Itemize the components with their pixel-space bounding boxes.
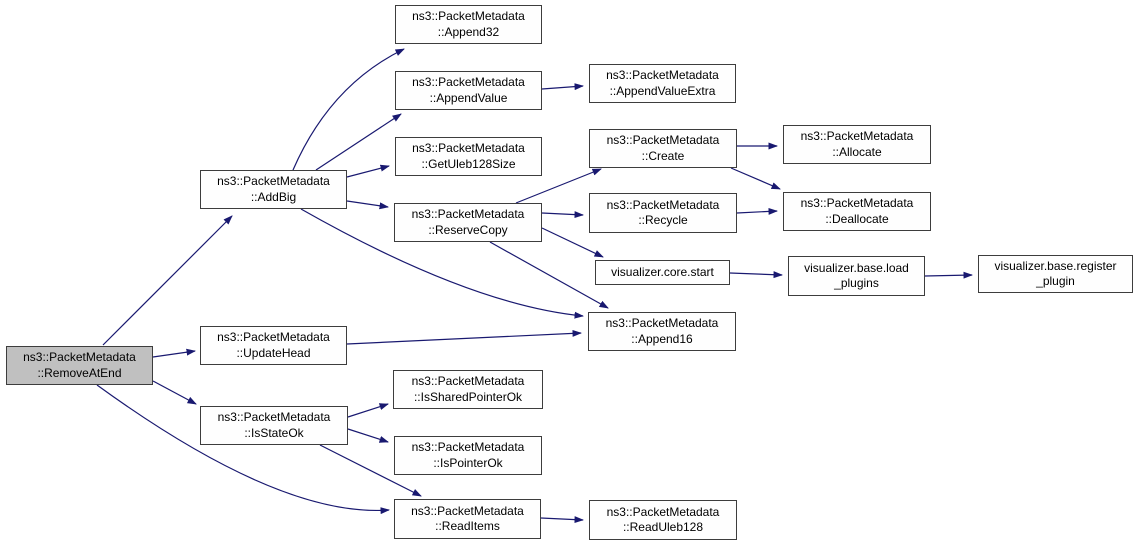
node-read-uleb128[interactable]: ns3::PacketMetadata::ReadUleb128	[589, 500, 737, 540]
node-label-line: ns3::PacketMetadata	[800, 196, 914, 210]
node-append16[interactable]: ns3::PacketMetadata::Append16	[588, 312, 736, 351]
edge-remove-at-end-to-is-state-ok	[152, 380, 197, 405]
node-label-line: ::IsSharedPointerOk	[413, 389, 523, 404]
node-read-items[interactable]: ns3::PacketMetadata::ReadItems	[394, 499, 541, 539]
node-create[interactable]: ns3::PacketMetadata::Create	[589, 129, 737, 168]
node-label-line: ns3::PacketMetadata	[412, 141, 525, 155]
node-label-line: ::Append32	[437, 24, 500, 39]
node-allocate[interactable]: ns3::PacketMetadata::Allocate	[783, 125, 931, 164]
node-deallocate[interactable]: ns3::PacketMetadata::Deallocate	[783, 192, 931, 231]
node-label-line: ::ReadUleb128	[622, 520, 704, 534]
node-label-line: ns3::PacketMetadata	[606, 133, 720, 147]
node-label-line: ::ReserveCopy	[428, 222, 508, 237]
node-label-line: ::AppendValueExtra	[609, 83, 716, 98]
node-label-line: ns3::PacketMetadata	[23, 350, 136, 364]
edge-recycle-to-deallocate	[736, 207, 778, 215]
node-label-line: _plugin	[1036, 274, 1075, 288]
edge-add-big-to-reserve-copy	[346, 200, 389, 210]
edge-is-state-ok-to-is-pointer-ok	[347, 428, 389, 443]
node-get-uleb128-size[interactable]: ns3::PacketMetadata::GetUleb128Size	[395, 137, 542, 176]
node-label-line: visualizer.base.register	[994, 258, 1117, 273]
edge-is-state-ok-to-read-items	[319, 444, 422, 497]
edge-reserve-copy-to-create	[515, 168, 602, 204]
edge-add-big-to-append32	[292, 48, 405, 171]
edge-load-plugins-to-register-plugin	[924, 271, 973, 279]
node-label-line: ::Recycle	[638, 213, 688, 227]
edge-reserve-copy-to-visualizer-core-start	[541, 227, 604, 258]
node-append-value-extra[interactable]: ns3::PacketMetadata::AppendValueExtra	[589, 64, 736, 103]
node-label-line: ::Append16	[631, 331, 693, 346]
node-label-line: ::IsPointerOk	[433, 455, 503, 470]
node-label-line: ns3::PacketMetadata	[411, 207, 525, 221]
node-append-value[interactable]: ns3::PacketMetadata::AppendValue	[395, 71, 542, 110]
node-label-line: ns3::PacketMetadata	[800, 129, 914, 143]
node-label-line: ns3::PacketMetadata	[217, 410, 331, 424]
node-label-line: ::Deallocate	[825, 211, 889, 226]
node-label-line: ::Allocate	[832, 144, 882, 159]
node-label-line: ns3::PacketMetadata	[412, 9, 525, 23]
node-label-line: ns3::PacketMetadata	[411, 503, 524, 518]
node-label-line: visualizer.core.start	[611, 264, 714, 279]
edge-add-big-to-append16	[300, 208, 584, 319]
node-reserve-copy[interactable]: ns3::PacketMetadata::ReserveCopy	[394, 203, 542, 242]
node-is-state-ok[interactable]: ns3::PacketMetadata::IsStateOk	[200, 406, 348, 445]
node-label-line: ::RemoveAtEnd	[37, 365, 122, 380]
node-label-line: ns3::PacketMetadata	[606, 504, 720, 519]
node-label-line: visualizer.base.load	[804, 260, 909, 275]
edge-add-big-to-get-uleb128-size	[346, 164, 390, 178]
node-label-line: ns3::PacketMetadata	[606, 68, 719, 82]
node-register-plugin[interactable]: visualizer.base.register_plugin	[978, 255, 1133, 293]
edge-reserve-copy-to-append16	[489, 241, 609, 309]
node-label-line: ::GetUleb128Size	[421, 156, 516, 171]
node-is-pointer-ok[interactable]: ns3::PacketMetadata::IsPointerOk	[394, 436, 542, 475]
edge-remove-at-end-to-update-head	[152, 348, 196, 358]
node-label-line: ns3::PacketMetadata	[411, 440, 525, 454]
node-label-line: ::IsStateOk	[244, 425, 304, 440]
edge-visualizer-core-start-to-load-plugins	[729, 271, 783, 279]
node-label-line: ::AppendValue	[429, 90, 508, 105]
edge-create-to-deallocate	[730, 167, 781, 190]
node-visualizer-core-start[interactable]: visualizer.core.start	[595, 260, 730, 285]
node-label-line: ::ReadItems	[435, 519, 500, 533]
edge-append-value-to-append-value-extra	[541, 83, 584, 91]
node-is-shared-pointer-ok[interactable]: ns3::PacketMetadata::IsSharedPointerOk	[393, 370, 543, 409]
node-label-line: ::Create	[641, 148, 685, 163]
node-label-line: ::AddBig	[250, 189, 297, 204]
node-label-line: ns3::PacketMetadata	[217, 330, 330, 344]
node-label-line: ns3::PacketMetadata	[411, 374, 525, 388]
edge-remove-at-end-to-read-items	[96, 384, 390, 515]
node-load-plugins[interactable]: visualizer.base.load_plugins	[788, 256, 925, 296]
node-label-line: ::UpdateHead	[236, 345, 311, 360]
edge-remove-at-end-to-add-big	[102, 215, 233, 346]
edge-read-items-to-read-uleb128	[540, 516, 584, 524]
node-label-line: ns3::PacketMetadata	[605, 316, 719, 330]
edge-add-big-to-append-value	[315, 113, 402, 171]
edge-is-state-ok-to-is-shared-pointer-ok	[347, 403, 389, 418]
edge-update-head-to-append16	[346, 329, 582, 345]
node-recycle[interactable]: ns3::PacketMetadata::Recycle	[589, 193, 737, 233]
node-update-head[interactable]: ns3::PacketMetadata::UpdateHead	[200, 326, 347, 365]
node-label-line: _plugins	[834, 276, 879, 290]
node-add-big[interactable]: ns3::PacketMetadata::AddBig	[200, 170, 347, 209]
node-label-line: ns3::PacketMetadata	[606, 197, 720, 212]
node-label-line: ns3::PacketMetadata	[217, 174, 330, 188]
node-append32[interactable]: ns3::PacketMetadata::Append32	[395, 5, 542, 44]
edge-reserve-copy-to-recycle	[541, 211, 584, 219]
node-remove-at-end[interactable]: ns3::PacketMetadata::RemoveAtEnd	[6, 346, 153, 385]
node-label-line: ns3::PacketMetadata	[412, 75, 525, 89]
